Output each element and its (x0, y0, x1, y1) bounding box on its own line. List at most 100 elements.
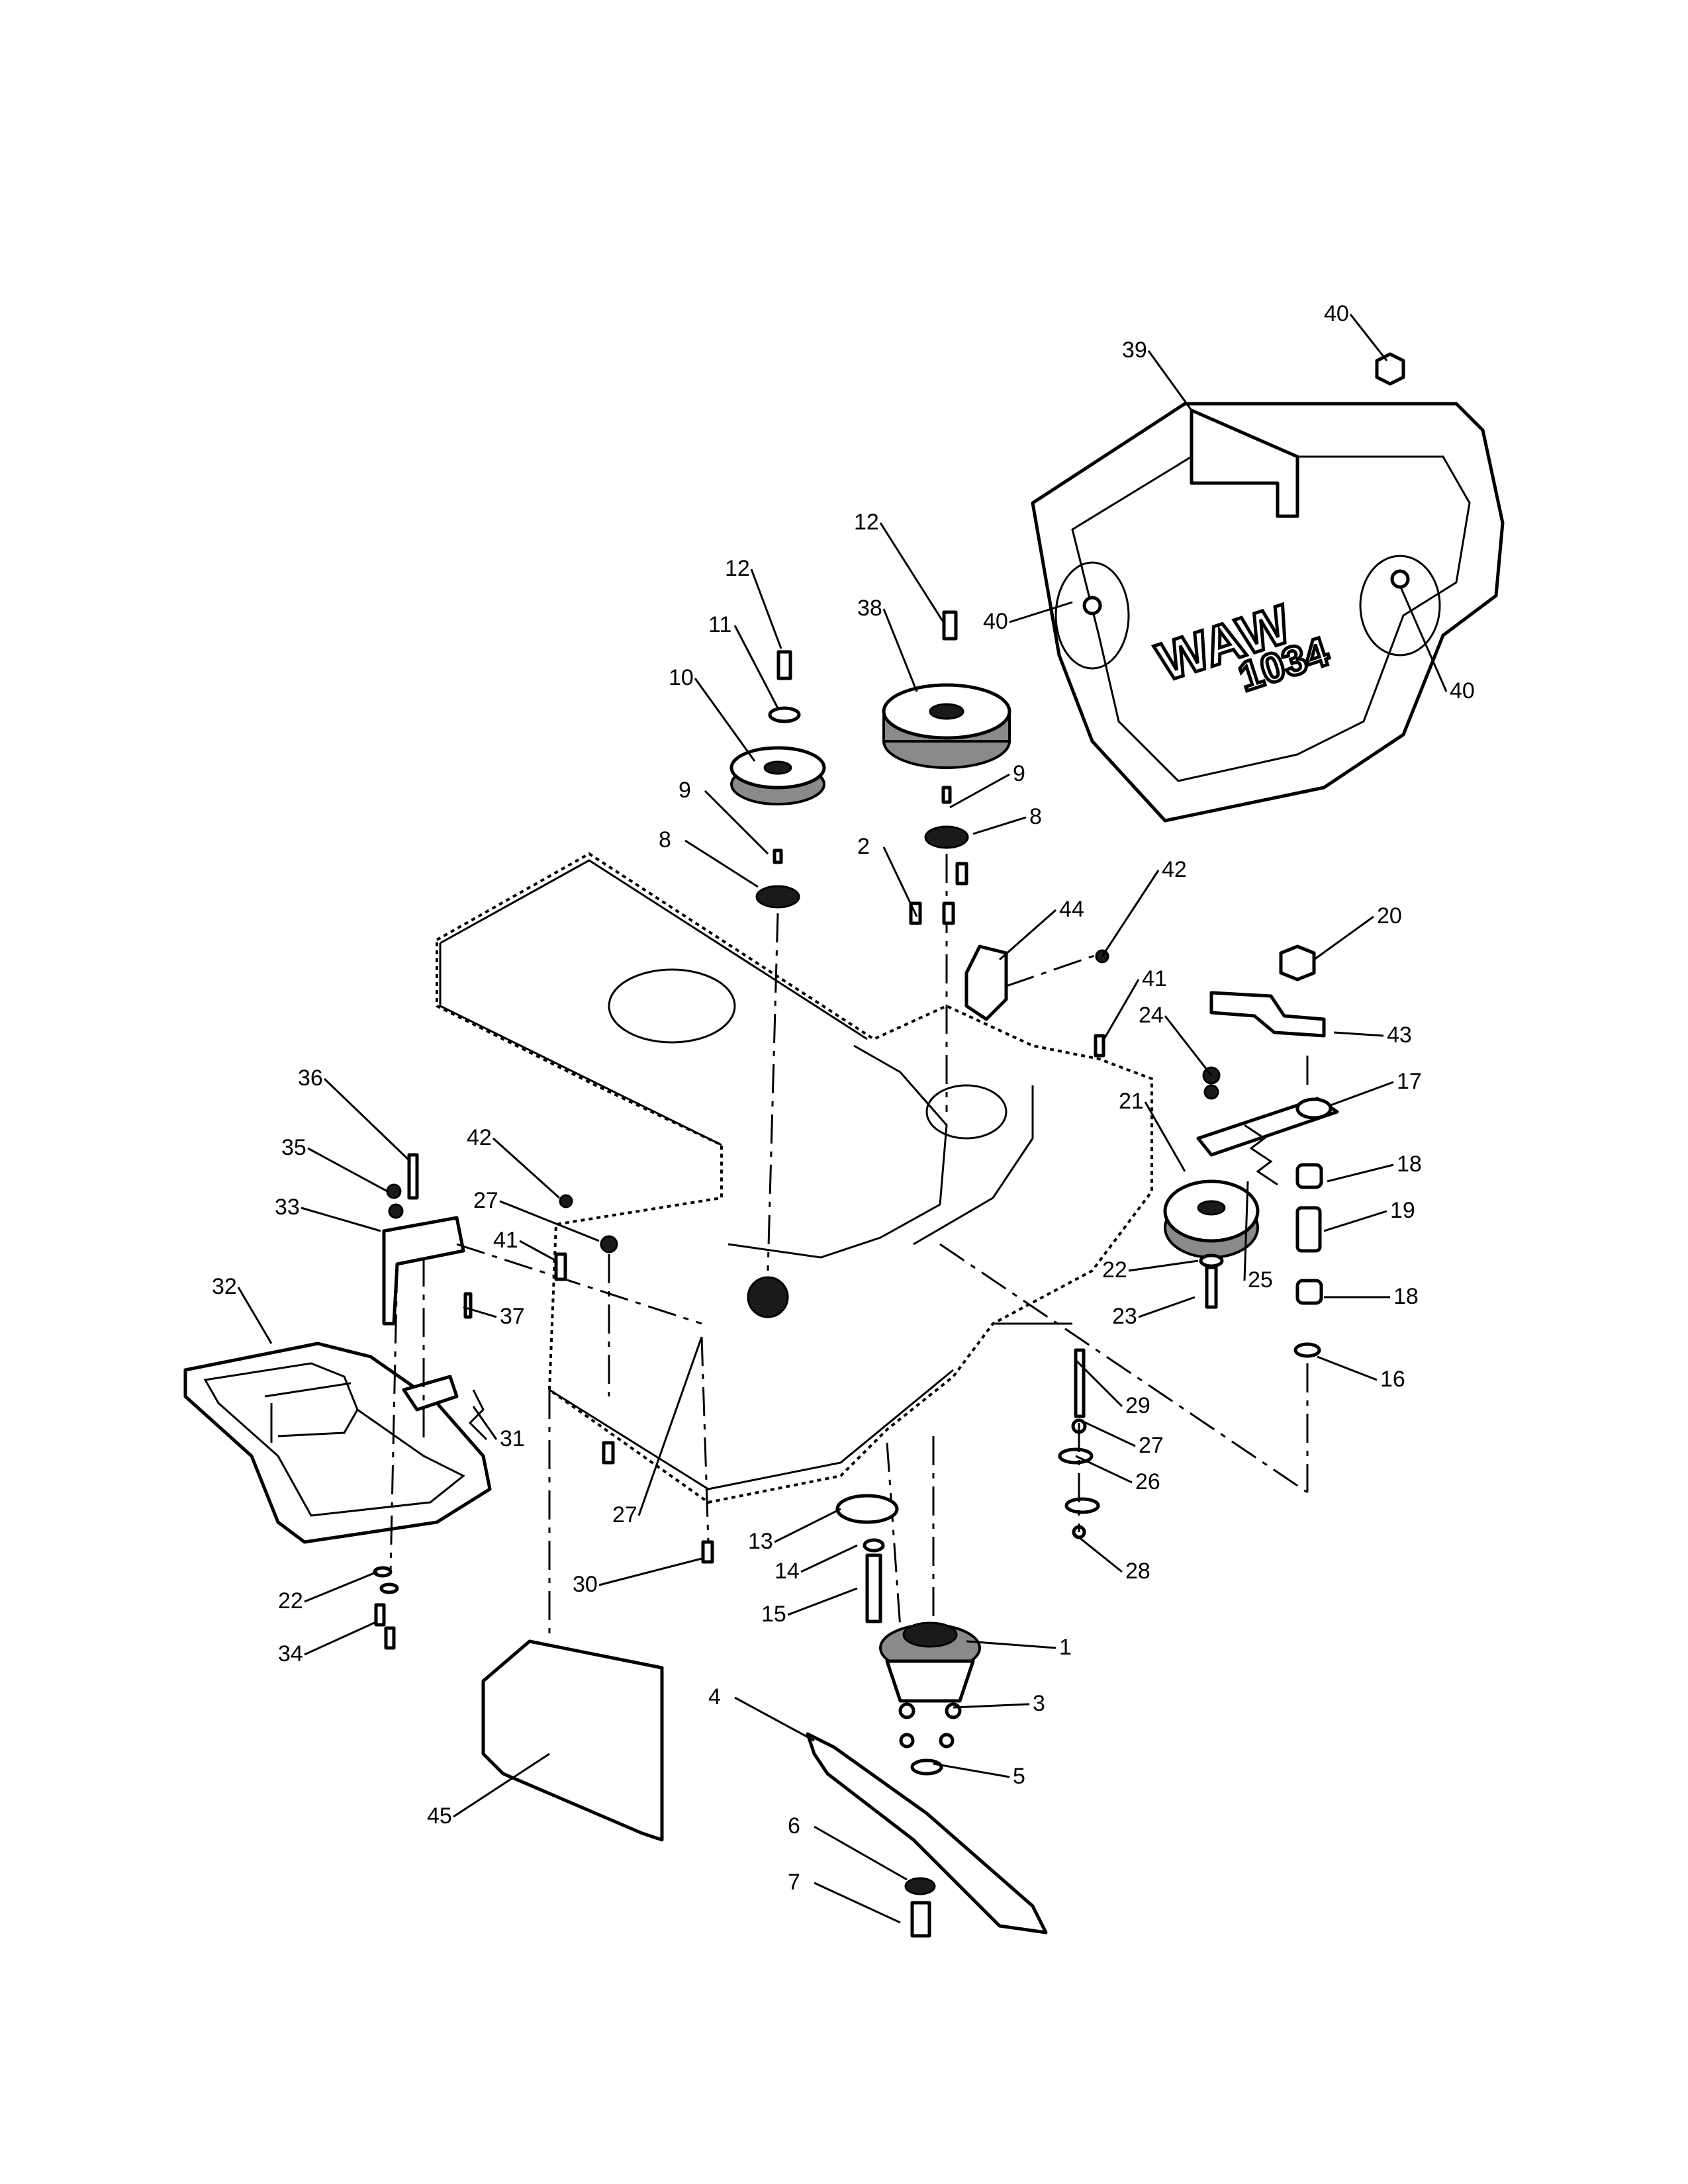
key-9-right (941, 786, 952, 804)
callout-c37: 37 (500, 1304, 525, 1329)
callout-c18b: 18 (1393, 1284, 1419, 1309)
callout-c10: 10 (669, 665, 694, 690)
leader-line-c5 (933, 1762, 1010, 1778)
callout-c25: 25 (1248, 1267, 1273, 1293)
leader-line-c24 (1164, 1015, 1213, 1076)
nut-35a (386, 1183, 402, 1199)
hinge-bracket (402, 1375, 459, 1412)
callout-c21: 21 (1119, 1089, 1144, 1114)
nut-35b (388, 1203, 404, 1219)
callout-c5: 5 (1013, 1764, 1025, 1789)
callout-c18a: 18 (1397, 1152, 1422, 1177)
center-hardware (1058, 1348, 1100, 1539)
leader-line-c44 (999, 909, 1056, 961)
blade-4 (806, 1732, 1048, 1934)
pulley-10-assembly (729, 650, 826, 1271)
leader-line-c4 (734, 1696, 815, 1742)
leader-line-c42a (1101, 870, 1160, 957)
bolt-12-left (776, 650, 792, 680)
bracket-44 (964, 944, 1008, 1021)
nut-3c (899, 1733, 915, 1749)
callout-c16: 16 (1380, 1367, 1405, 1392)
callout-c19: 19 (1390, 1198, 1415, 1223)
idler-assembly (939, 944, 1339, 1494)
callout-c14: 14 (774, 1559, 800, 1584)
leader-line-c23 (1138, 1296, 1196, 1318)
leader-line-c7 (814, 1882, 901, 1924)
callout-c8a: 8 (659, 827, 671, 852)
callout-c2: 2 (857, 834, 870, 859)
callout-c42b: 42 (467, 1125, 492, 1150)
leader-line-c3 (953, 1703, 1030, 1709)
callout-c27b: 27 (1139, 1433, 1164, 1458)
spring-31 (468, 1389, 488, 1441)
plate-13 (835, 1494, 899, 1524)
leader-line-c41a (1101, 979, 1140, 1043)
callout-c26: 26 (1135, 1469, 1160, 1494)
leader-line-c16 (1317, 1355, 1378, 1381)
bolt-41-left (554, 1252, 567, 1281)
bolt-30b (701, 1540, 714, 1564)
callout-labels: 4039123840401211109988244422041432417213… (212, 301, 1475, 1924)
callout-c15: 15 (761, 1602, 786, 1627)
nut-42-left (559, 1194, 573, 1208)
deflector-45 (481, 1639, 664, 1842)
callout-c41b: 41 (493, 1228, 518, 1253)
callout-c11: 11 (708, 612, 731, 637)
leader-line-c12a (879, 522, 945, 623)
callout-c42a: 42 (1162, 857, 1187, 882)
rod-36 (407, 1153, 419, 1200)
callout-c34: 34 (278, 1641, 303, 1666)
bolt-23 (1205, 1265, 1218, 1309)
deck-housing (436, 852, 1153, 1504)
pulley-38-assembly (882, 610, 1103, 1112)
leader-line-c27a (499, 1200, 600, 1242)
leader-line-c33 (301, 1206, 381, 1232)
nut-3a (898, 1702, 915, 1719)
leader-line-c22b (304, 1570, 378, 1603)
leader-line-c18a (1327, 1163, 1394, 1183)
leader-line-c38 (882, 608, 918, 692)
leader-line-c40a (1349, 314, 1388, 361)
callout-c8b: 8 (1029, 804, 1042, 829)
callout-c22b: 22 (278, 1588, 303, 1614)
leader-line-c27c (637, 1336, 703, 1516)
leader-line-c30 (598, 1557, 702, 1586)
bolt-7 (910, 1901, 931, 1938)
washer-14 (863, 1538, 885, 1553)
pin-37 (463, 1292, 473, 1319)
leader-line-c13 (774, 1508, 841, 1543)
bracket-43 (1209, 991, 1326, 1038)
leader-line-c20 (1313, 915, 1374, 961)
callout-c32: 32 (212, 1274, 237, 1299)
washer-22-left-a (373, 1566, 393, 1578)
leader-line-c45 (453, 1752, 550, 1818)
bolt-12-right (942, 610, 958, 641)
leader-line-c40b (1009, 601, 1073, 623)
belt-cover: WAW 1034 (1031, 352, 1505, 823)
callout-c6: 6 (788, 1813, 800, 1839)
callout-c45: 45 (427, 1803, 452, 1829)
callout-c9b: 9 (1013, 761, 1025, 786)
washer-11 (768, 706, 801, 723)
leader-line-c12b (750, 569, 782, 649)
key-9-left (773, 848, 783, 864)
callout-c9a: 9 (679, 778, 691, 803)
spindle-blade-assembly (806, 1436, 1048, 1938)
callout-c24: 24 (1139, 1003, 1164, 1028)
callout-c33: 33 (275, 1195, 300, 1220)
leader-line-c26 (1075, 1455, 1133, 1484)
callout-c20: 20 (1377, 903, 1402, 929)
leader-line-c14 (800, 1544, 858, 1573)
callout-c7: 7 (788, 1870, 800, 1895)
leader-line-c39 (1147, 350, 1193, 411)
bushing-18-bottom (1295, 1279, 1323, 1305)
leader-line-c32 (237, 1287, 273, 1344)
leader-line-c22a (1128, 1259, 1199, 1272)
leader-line-c9a (704, 790, 769, 855)
leader-line-c28 (1072, 1531, 1123, 1573)
nut-40-top (1375, 352, 1405, 386)
bolt-41-right (1094, 1034, 1105, 1058)
callout-c4: 4 (708, 1684, 721, 1709)
washer-5 (910, 1758, 943, 1776)
